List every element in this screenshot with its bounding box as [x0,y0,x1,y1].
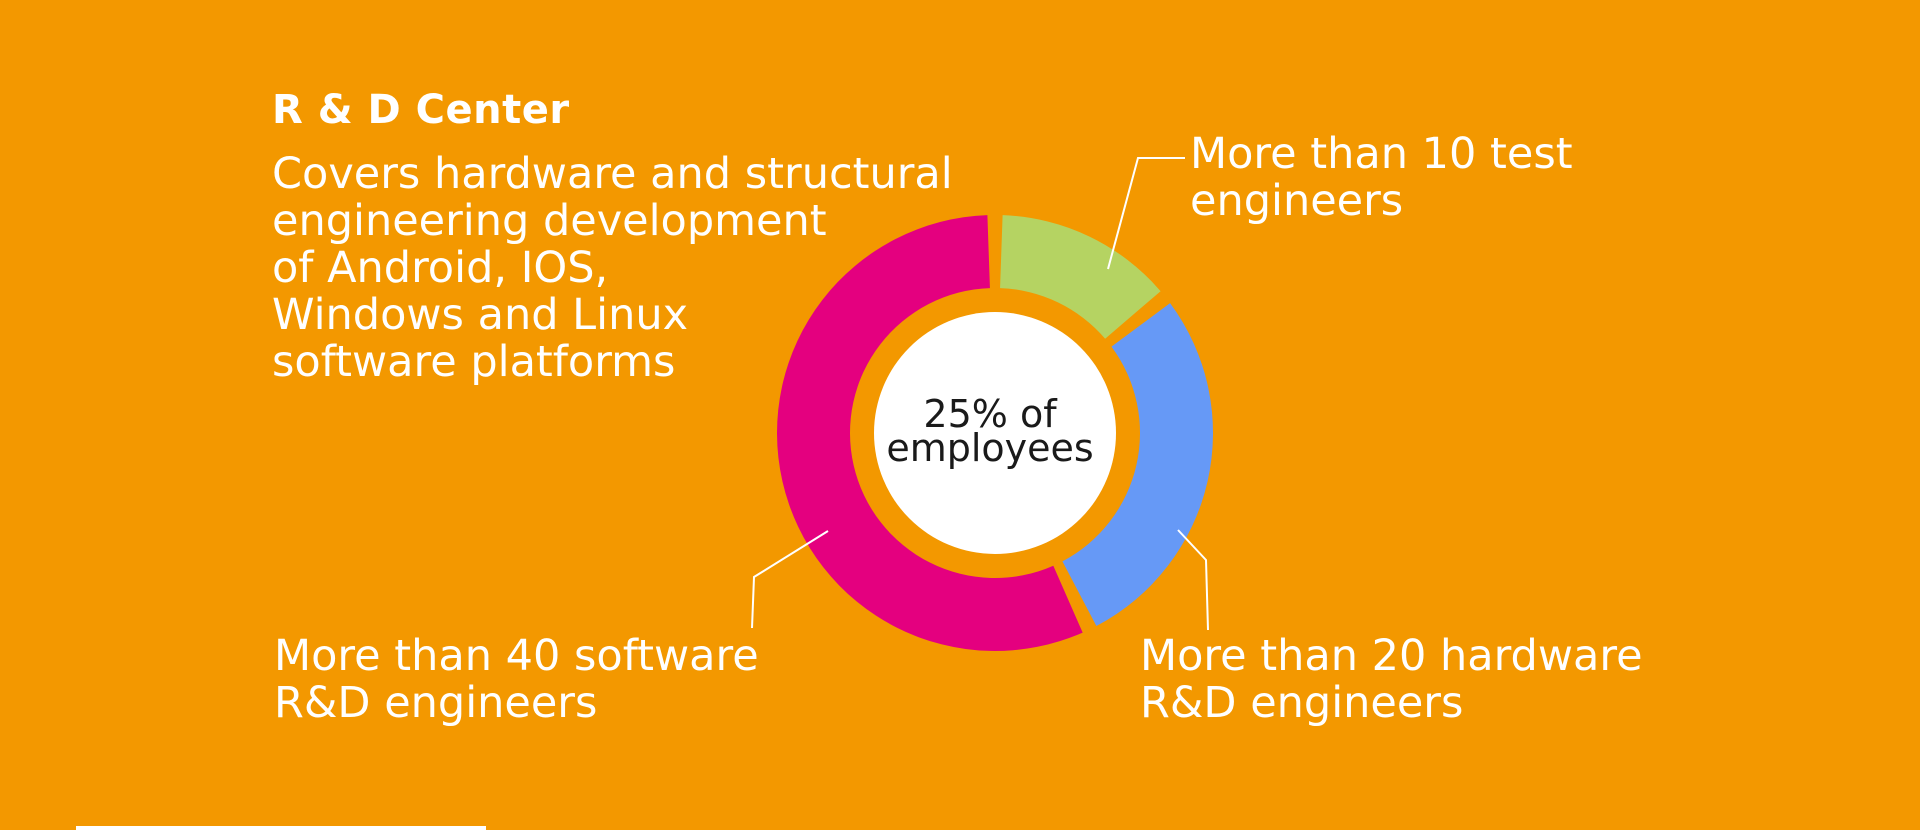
callout-hardware-engineers: More than 20 hardware R&D engineers [1140,633,1643,727]
donut-slice-test [1000,215,1161,339]
center-label-line-2: employees [886,426,1094,470]
leader-line-software [751,530,829,629]
section-description: Covers hardware and structural engineeri… [272,151,1032,386]
description-line-1: Covers hardware and structural [272,149,953,199]
description-line-5: software platforms [272,337,676,387]
callout-hardware-line-2: R&D engineers [1140,678,1464,728]
callout-software-line-2: R&D engineers [274,678,598,728]
description-line-3: of Android, IOS, [272,243,609,293]
donut-center-label: 25% of employees [870,392,1110,470]
callout-test-line-1: More than 10 test [1190,129,1573,179]
description-line-2: engineering development [272,196,827,246]
callout-hardware-line-1: More than 20 hardware [1140,631,1643,681]
leader-line-test [1107,157,1185,270]
donut-slice-software [776,215,1083,651]
callout-software-line-1: More than 40 software [274,631,759,681]
center-label-line-1: 25% of [923,392,1057,436]
callout-software-engineers: More than 40 software R&D engineers [274,633,759,727]
leader-line-hardware [1177,529,1209,631]
callout-test-engineers: More than 10 test engineers [1190,131,1573,225]
donut-slice-hardware [1062,303,1213,626]
bottom-accent-bar [76,826,486,830]
callout-test-line-2: engineers [1190,176,1404,226]
donut-slices [776,215,1213,651]
donut-center-disc [874,312,1116,554]
section-title: R & D Center [272,87,570,133]
description-line-4: Windows and Linux [272,290,689,340]
callout-leader-lines [751,157,1209,631]
